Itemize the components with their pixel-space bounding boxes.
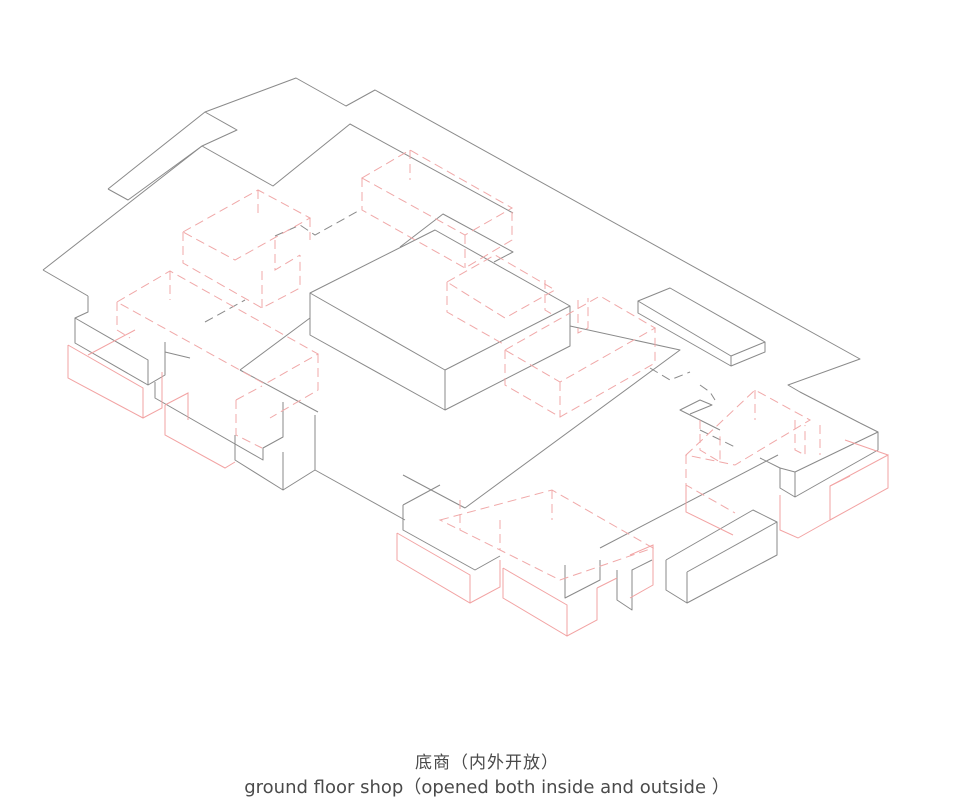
left-wing-massing	[74, 296, 406, 521]
shop-volumes	[67, 329, 889, 637]
hidden-shop-volumes	[115, 149, 821, 581]
long-slab	[637, 287, 766, 367]
caption-chinese: 底商（内外开放）	[415, 753, 559, 773]
hidden-lines	[204, 209, 736, 448]
axonometric-diagram	[42, 77, 889, 637]
right-wing-massing	[599, 399, 879, 549]
front-massing	[402, 484, 778, 611]
roof-plate-outline	[42, 77, 861, 424]
central-raised-block	[309, 213, 571, 411]
tilted-roof-plate	[239, 317, 681, 509]
caption-english: ground floor shop（opened both inside and…	[244, 777, 730, 798]
